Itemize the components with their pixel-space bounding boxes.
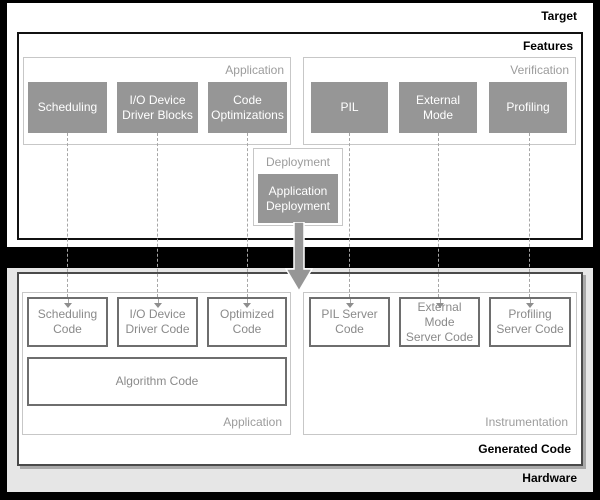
- block-code-optimizations: Code Optimizations: [208, 82, 287, 133]
- deployment-arrow-icon: [285, 222, 313, 293]
- code-box-label: Profiling Server Code: [496, 307, 564, 336]
- connector-dashed-line: [529, 133, 530, 297]
- code-box-optimized-code: Optimized Code: [207, 297, 287, 347]
- code-box-pil-server-code: PIL Server Code: [309, 297, 390, 347]
- application-group: Application Scheduling I/O Device Driver…: [23, 57, 291, 145]
- block-io-device-driver-blocks: I/O Device Driver Blocks: [117, 82, 198, 133]
- block-external-mode: External Mode: [399, 82, 477, 133]
- verification-group-label: Verification: [510, 63, 569, 77]
- generated-application-group-label: Application: [223, 415, 282, 429]
- instrumentation-group-label: Instrumentation: [485, 415, 568, 429]
- block-pil: PIL: [311, 82, 388, 133]
- connector-dashed-line: [530, 299, 531, 303]
- block-scheduling: Scheduling: [28, 82, 107, 133]
- hardware-label: Hardware: [522, 471, 577, 485]
- connector-arrowhead-icon: [345, 303, 354, 308]
- verification-group: Verification PIL External Mode Profiling: [303, 57, 576, 145]
- connector-arrowhead-icon: [153, 303, 162, 308]
- connector-arrowhead-icon: [435, 303, 444, 308]
- connector-dashed-line: [349, 299, 351, 303]
- connector-dashed-line: [67, 133, 68, 297]
- code-box-algorithm-code: Algorithm Code: [27, 357, 287, 406]
- connector-dashed-line: [247, 133, 248, 297]
- deployment-group: Deployment Application Deployment: [253, 148, 343, 226]
- block-profiling: Profiling: [489, 82, 567, 133]
- code-box-label: Algorithm Code: [115, 374, 199, 388]
- code-box-io-device-driver-code: I/O Device Driver Code: [117, 297, 198, 347]
- connector-dashed-line: [439, 299, 441, 303]
- connector-dashed-line: [157, 299, 159, 303]
- block-application-deployment: Application Deployment: [258, 174, 338, 223]
- hardware-panel: Hardware Generated Code Application Sche…: [7, 268, 593, 492]
- connector-arrowhead-icon: [526, 303, 534, 308]
- code-box-label: PIL Server Code: [321, 307, 378, 336]
- connector-dashed-line: [349, 133, 350, 297]
- connector-dashed-line: [438, 133, 439, 297]
- code-box-label: Scheduling Code: [37, 307, 98, 336]
- generated-code-label: Generated Code: [478, 442, 571, 456]
- instrumentation-group: Instrumentation PIL Server Code External…: [303, 292, 577, 435]
- code-box-label: Optimized Code: [219, 307, 275, 336]
- generated-code-panel: Generated Code Application Scheduling Co…: [17, 272, 583, 466]
- code-box-label: I/O Device Driver Code: [125, 307, 190, 336]
- deployment-group-label: Deployment: [265, 155, 331, 169]
- connector-dashed-line: [67, 299, 69, 303]
- application-group-label: Application: [225, 63, 284, 77]
- connector-dashed-line: [157, 133, 158, 297]
- connector-arrowhead-icon: [63, 303, 72, 308]
- code-box-scheduling-code: Scheduling Code: [27, 297, 108, 347]
- code-box-profiling-server-code: Profiling Server Code: [489, 297, 571, 347]
- features-panel: Features Application Scheduling I/O Devi…: [17, 32, 583, 240]
- connector-arrowhead-icon: [243, 303, 251, 308]
- code-box-external-mode-server-code: External Mode Server Code: [399, 297, 480, 347]
- features-label: Features: [522, 39, 573, 53]
- target-panel: Target Features Application Scheduling I…: [7, 3, 593, 247]
- target-label: Target: [541, 9, 577, 23]
- code-box-label: External Mode Server Code: [405, 299, 474, 344]
- connector-dashed-line: [247, 299, 248, 303]
- generated-application-group: Application Scheduling Code I/O Device D…: [22, 292, 291, 435]
